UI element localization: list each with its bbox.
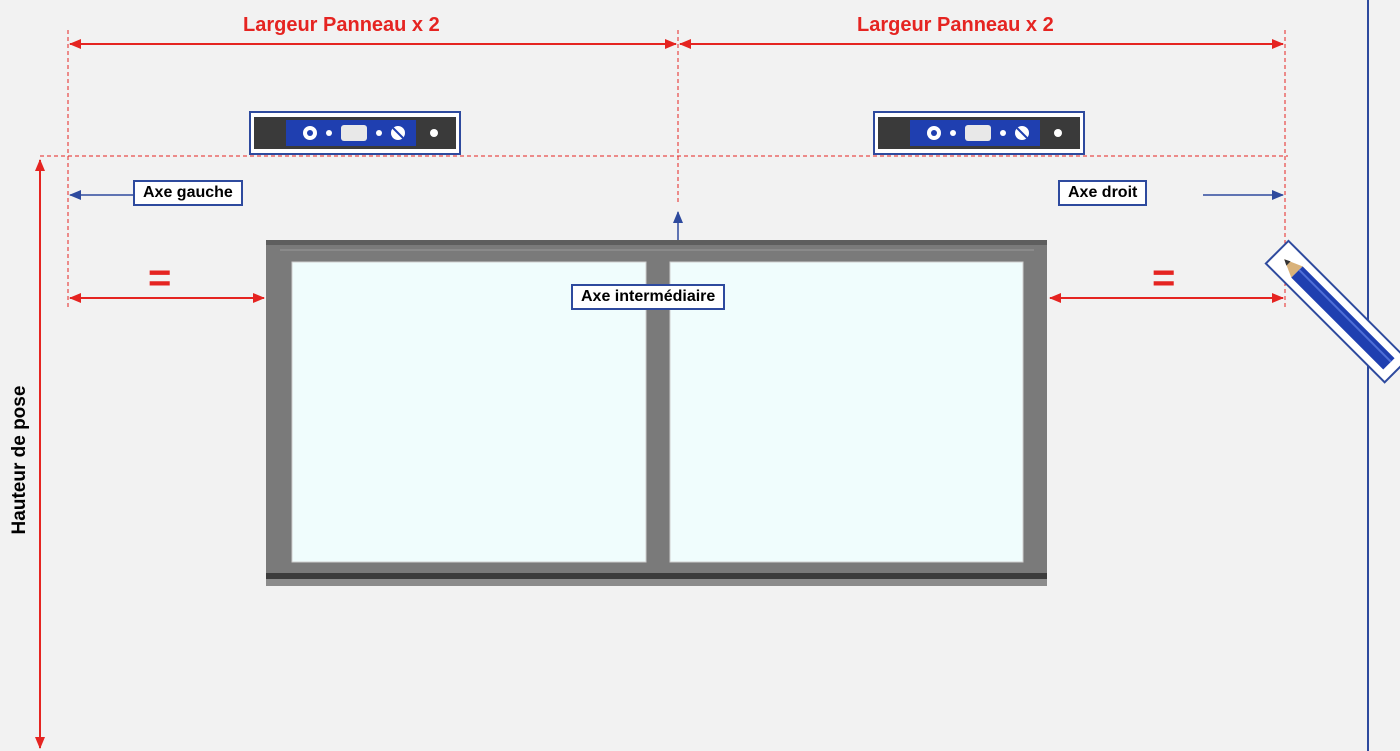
height-label: Hauteur de pose [9,385,30,535]
spirit-level-icon [873,111,1085,155]
equal-right-mark: = [1152,256,1176,300]
glass-pane-right [669,261,1024,563]
pencil-icon [1264,239,1400,384]
equal-left-mark: = [148,256,172,300]
axis-right-label: Axe droit [1058,180,1148,206]
axis-middle-label: Axe intermédiaire [571,284,726,310]
width-left-label: Largeur Panneau x 2 [243,14,440,36]
glass-pane-left [291,261,647,563]
axis-left-label: Axe gauche [133,180,243,206]
width-right-label: Largeur Panneau x 2 [857,14,1054,36]
spirit-level-icon [249,111,461,155]
